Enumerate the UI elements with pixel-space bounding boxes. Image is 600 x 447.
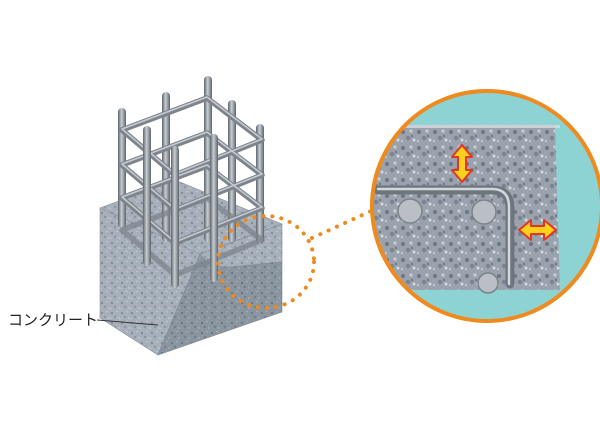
zoom-detail-view xyxy=(370,89,600,323)
detail-marker-circle xyxy=(216,214,316,310)
double-arrow-horizontal-icon xyxy=(518,219,557,241)
dotted-connector xyxy=(310,194,406,240)
label-leader-line xyxy=(96,319,159,326)
double-arrow-vertical-icon xyxy=(451,144,473,183)
concrete-label: コンクリート xyxy=(8,311,99,329)
rebar-cage xyxy=(118,76,265,288)
